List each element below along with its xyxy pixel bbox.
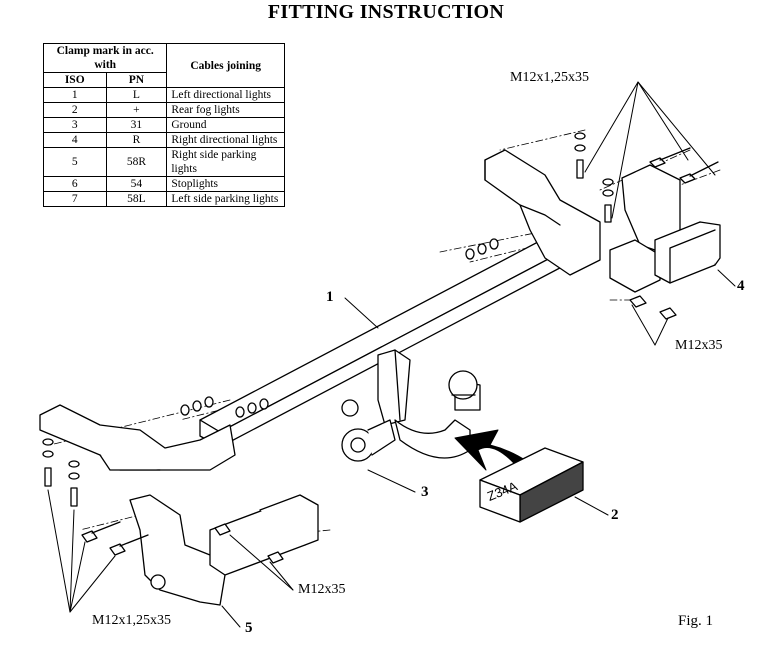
part-number-5: 5	[245, 620, 253, 636]
fasteners	[42, 132, 719, 564]
cable-table: Clamp mark in acc. with Cables joining I…	[42, 43, 285, 207]
part-number-1: 1	[326, 289, 334, 305]
table-row: 5 58R Right side parking lights	[43, 147, 285, 177]
right-arm	[484, 149, 601, 276]
bolt-label-bottom-center: M12x35	[298, 582, 346, 597]
bolt-label-top-right: M12x1,25x35	[510, 70, 589, 85]
header-clamp: Clamp mark in acc. with	[42, 43, 168, 73]
part-number-3: 3	[421, 484, 429, 500]
table-row: 7 58L Left side parking lights	[43, 191, 285, 207]
part-number-2: 2	[611, 507, 619, 523]
packing-box	[479, 447, 584, 523]
figure-label: Fig. 1	[678, 613, 714, 629]
tow-ball	[377, 349, 481, 459]
pointer-arrow	[454, 429, 529, 471]
right-bracket	[609, 164, 721, 293]
table-row: 2 + Rear fog lights	[43, 102, 285, 118]
left-bracket	[129, 494, 319, 606]
bolt-label-bottom-left: M12x1,25x35	[92, 613, 171, 628]
header-pn: PN	[105, 72, 168, 88]
leader-lines	[47, 81, 736, 628]
electric-socket	[341, 399, 396, 462]
table-row: 3 31 Ground	[43, 117, 285, 133]
page-title: FITTING INSTRUCTION	[267, 1, 505, 23]
table-row: 4 R Right directional lights	[43, 132, 285, 148]
left-arm	[39, 404, 236, 471]
part-number-4: 4	[737, 278, 745, 294]
table-row: 6 54 Stoplights	[43, 176, 285, 192]
bolt-label-right: M12x35	[675, 338, 723, 353]
